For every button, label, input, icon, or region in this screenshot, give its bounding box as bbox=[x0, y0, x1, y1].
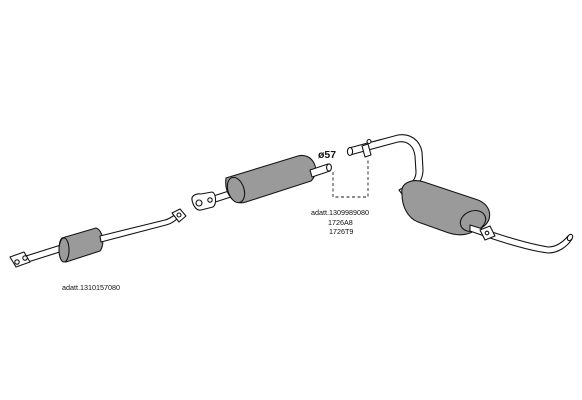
front-pipe-flange-right bbox=[171, 208, 187, 223]
rear-silencer-assembly bbox=[346, 134, 574, 254]
front-resonator bbox=[58, 227, 104, 263]
joint-diameter-label: ø57 bbox=[318, 149, 336, 161]
front-pipe-long-section bbox=[99, 213, 179, 243]
rear-silencer-tailpipe-exit bbox=[566, 233, 574, 242]
middle-silencer-body bbox=[225, 154, 317, 204]
front-pipe-assembly: adatt.1310157080 bbox=[9, 208, 187, 292]
middle-silencer-inlet-flange bbox=[191, 191, 217, 211]
front-pipe-part-code: adatt.1310157080 bbox=[62, 283, 120, 292]
rear-silencer-inlet-clamp bbox=[361, 138, 372, 158]
front-pipe-flange-left bbox=[9, 251, 31, 268]
joint-callout: ø57 adatt.1309989080 1726A8 1726T9 bbox=[311, 149, 369, 236]
rear-silencer-variant-code-2: 1726T9 bbox=[329, 227, 353, 236]
rear-silencer-part-code: adatt.1309989080 bbox=[311, 208, 369, 217]
joint-dashed-leader bbox=[332, 160, 369, 198]
rear-silencer-inlet-mouth bbox=[346, 146, 354, 157]
rear-silencer-variant-code-1: 1726A8 bbox=[328, 218, 353, 227]
middle-silencer-assembly bbox=[191, 154, 332, 211]
rear-silencer-hanger-bracket bbox=[479, 225, 496, 241]
